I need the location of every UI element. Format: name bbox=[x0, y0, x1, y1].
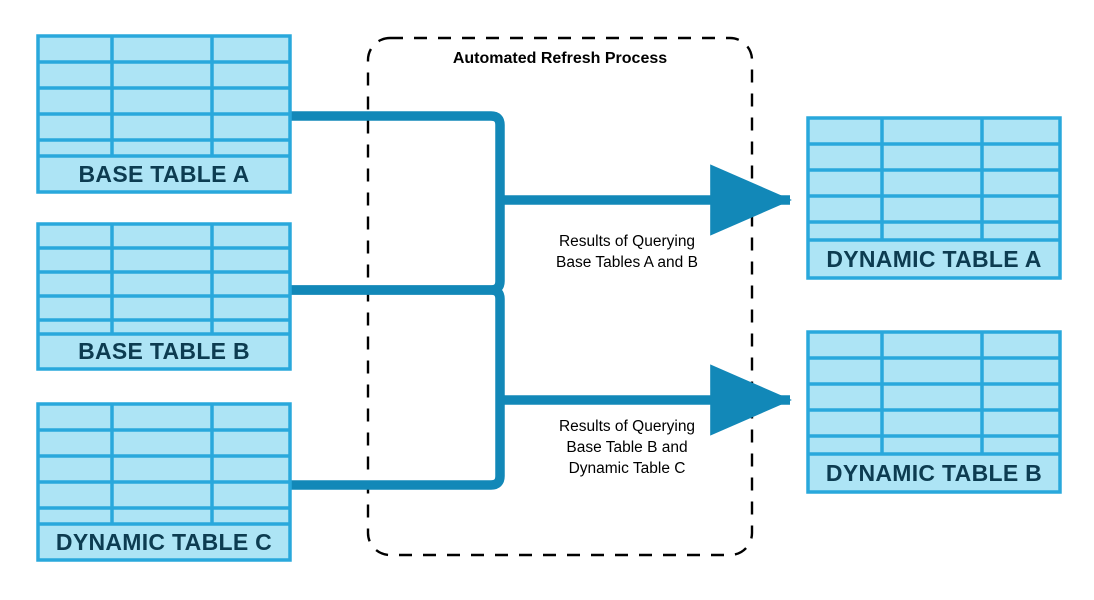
base-table-b-grid bbox=[38, 224, 290, 336]
dynamic-table-b-grid bbox=[808, 332, 1060, 456]
edge-label-line-2: Base Tables A and B bbox=[556, 254, 698, 271]
connector-layer bbox=[290, 111, 792, 490]
base-table-a-grid bbox=[38, 36, 290, 158]
dynamic-table-b-label: DYNAMIC TABLE B bbox=[826, 460, 1042, 486]
dynamic-table-a-grid bbox=[808, 118, 1060, 242]
edge-label-line-3: Dynamic Table C bbox=[569, 460, 686, 477]
connector-base-b-to-junction-top bbox=[290, 200, 505, 295]
base-table-a[interactable]: BASE TABLE A bbox=[36, 34, 292, 194]
process-box-title: Automated Refresh Process bbox=[453, 50, 667, 67]
dynamic-table-a-label: DYNAMIC TABLE A bbox=[826, 246, 1041, 272]
edge-label-line-1: Results of Querying bbox=[559, 233, 695, 250]
dynamic-table-b[interactable]: DYNAMIC TABLE B bbox=[806, 330, 1062, 494]
base-table-b[interactable]: BASE TABLE B bbox=[36, 222, 292, 371]
connector-dynamic-c-to-junction-bottom bbox=[290, 400, 505, 490]
dynamic-table-c-label: DYNAMIC TABLE C bbox=[56, 529, 272, 555]
edge-label-dynamic-b: Results of Querying Base Table B and Dyn… bbox=[559, 418, 695, 477]
dynamic-table-c-grid bbox=[38, 404, 290, 526]
base-table-b-label: BASE TABLE B bbox=[78, 338, 250, 364]
edge-label-line-1: Results of Querying bbox=[559, 418, 695, 435]
connector-base-b-to-junction-bottom bbox=[290, 285, 505, 400]
dynamic-table-a[interactable]: DYNAMIC TABLE A bbox=[806, 116, 1062, 280]
edge-label-line-2: Base Table B and bbox=[566, 439, 687, 456]
dynamic-table-c[interactable]: DYNAMIC TABLE C bbox=[36, 402, 292, 562]
automated-refresh-process-box: Automated Refresh Process bbox=[366, 36, 754, 557]
connector-base-a-to-junction-top bbox=[290, 111, 505, 200]
edge-label-dynamic-a: Results of Querying Base Tables A and B bbox=[556, 233, 698, 271]
process-box-outline bbox=[366, 36, 754, 557]
base-table-a-label: BASE TABLE A bbox=[79, 161, 250, 187]
